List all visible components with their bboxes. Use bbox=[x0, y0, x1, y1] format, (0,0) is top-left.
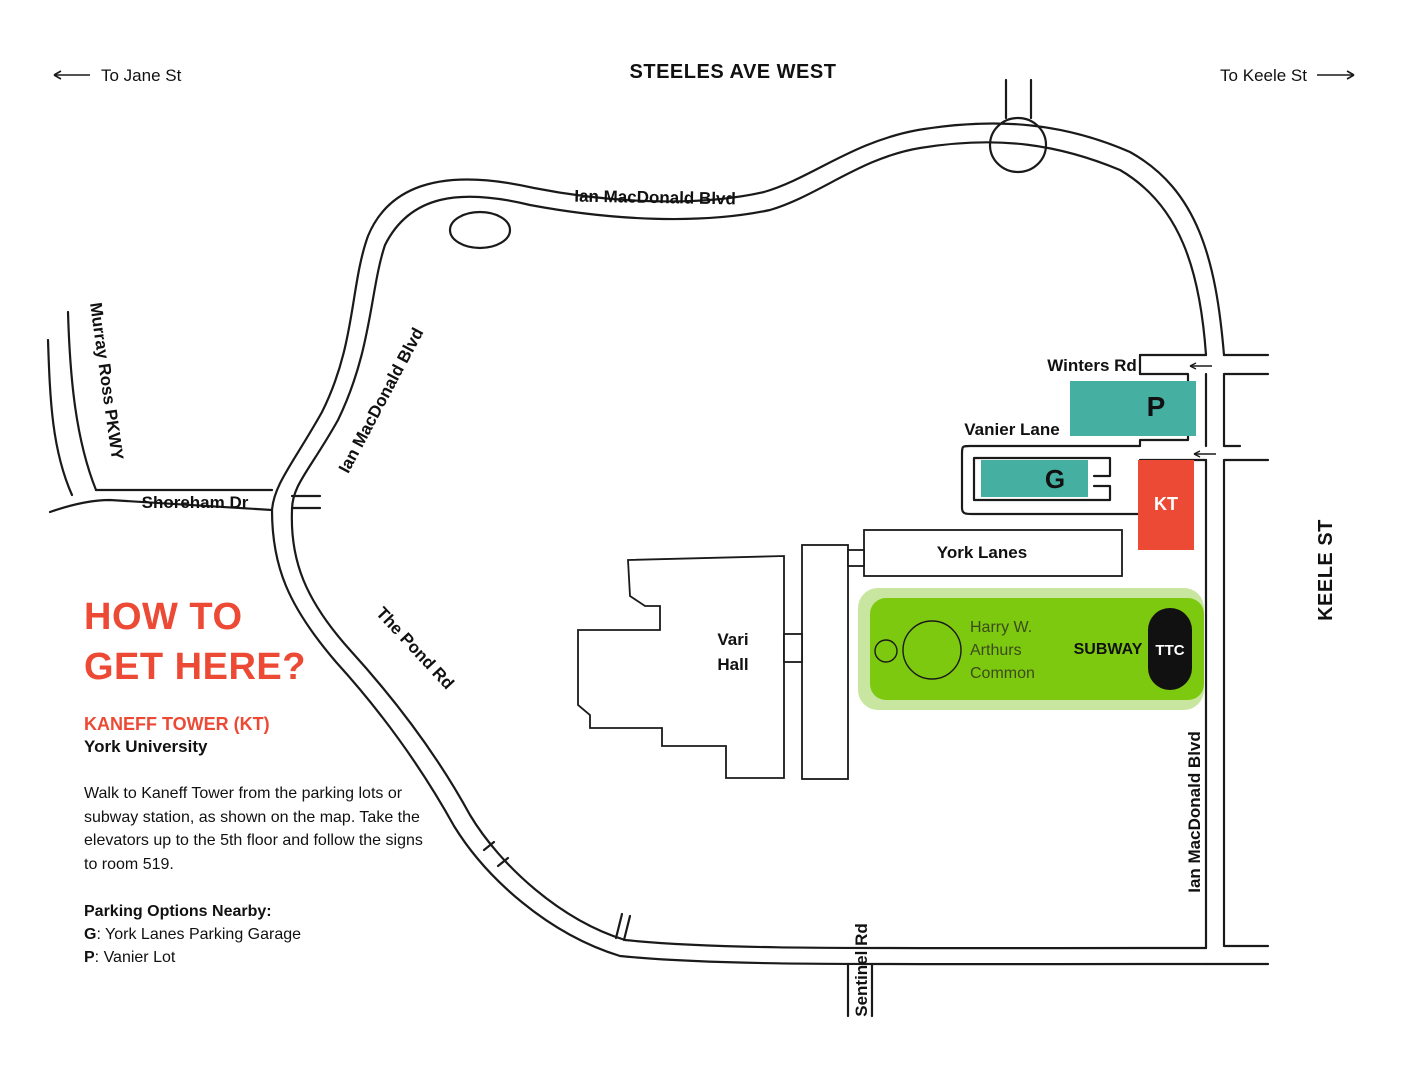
roundabout-north bbox=[988, 78, 1048, 174]
parking-option-p: P: Vanier Lot bbox=[84, 946, 444, 969]
road-label-winters: Winters Rd bbox=[1047, 356, 1137, 375]
roundabout-west bbox=[448, 210, 512, 250]
road-label-keele: KEELE ST bbox=[1315, 519, 1337, 621]
road-label-ian-left: Ian MacDonald Blvd bbox=[335, 325, 428, 477]
label-common-1: Harry W. bbox=[970, 619, 1032, 636]
building-kaneff-tower bbox=[1138, 460, 1194, 550]
label-vari-hall-1: Vari bbox=[717, 630, 748, 649]
road-label-ian-right: Ian MacDonald Blvd bbox=[1185, 731, 1204, 893]
direction-jane: To Jane St bbox=[101, 66, 182, 85]
arrow-right-icon bbox=[1317, 70, 1355, 80]
walking-directions: Walk to Kaneff Tower from the parking lo… bbox=[84, 785, 423, 873]
label-subway: SUBWAY bbox=[1074, 641, 1143, 658]
headline-line-2: GET HERE? bbox=[84, 646, 306, 688]
road-label-vanier-lane: Vanier Lane bbox=[964, 420, 1059, 439]
label-kt: KT bbox=[1154, 494, 1178, 514]
label-parking-p: P bbox=[1147, 391, 1166, 422]
connector-york-lanes bbox=[847, 549, 865, 567]
label-common-2: Arthurs bbox=[970, 642, 1022, 659]
building-vari-hall bbox=[577, 555, 785, 779]
common-harry-arthurs bbox=[870, 598, 1204, 700]
road-label-sentinel: Sentinel Rd bbox=[852, 923, 871, 1017]
parking-option-g: G: York Lanes Parking Garage bbox=[84, 923, 444, 946]
label-parking-g: G bbox=[1045, 464, 1065, 494]
building-ross bbox=[801, 544, 849, 780]
building-name: KANEFF TOWER (KT) bbox=[84, 714, 270, 734]
common-circle-large bbox=[902, 620, 962, 680]
road-shoreham bbox=[48, 488, 322, 514]
directions-panel: HOW TO GET HERE? KANEFF TOWER (KT) York … bbox=[84, 592, 444, 969]
road-sentinel bbox=[846, 962, 874, 1018]
headline-line-1: HOW TO bbox=[84, 596, 243, 638]
road-murray-ross bbox=[46, 310, 98, 497]
road-label-ian-top: Ian MacDonald Blvd bbox=[574, 187, 736, 209]
common-circle-small bbox=[874, 639, 898, 663]
parking-text-p: : Vanier Lot bbox=[94, 949, 176, 966]
road-ian-macdonald-loop bbox=[270, 122, 1226, 966]
parking-options: Parking Options Nearby: G: York Lanes Pa… bbox=[84, 900, 444, 969]
direction-keele: To Keele St bbox=[1220, 66, 1307, 85]
label-common-3: Common bbox=[970, 665, 1035, 682]
parking-text-g: : York Lanes Parking Garage bbox=[96, 926, 302, 943]
parking-lot-p bbox=[1070, 381, 1196, 436]
entry-arrow-winters-icon bbox=[1189, 362, 1212, 370]
road-label-murray: Murray Ross PKWY bbox=[86, 301, 127, 461]
label-york-lanes: York Lanes bbox=[937, 543, 1027, 562]
road-label-shoreham: Shoreham Dr bbox=[142, 493, 249, 512]
road-tick-pond bbox=[482, 840, 510, 868]
ttc-marker bbox=[1148, 608, 1192, 690]
parking-code-g: G bbox=[84, 926, 97, 943]
parking-lot-g bbox=[981, 460, 1088, 497]
entry-arrow-vanier-icon bbox=[1193, 450, 1216, 458]
label-ttc: TTC bbox=[1155, 642, 1184, 659]
parking-heading: Parking Options Nearby: bbox=[84, 903, 272, 920]
road-label-steeles: STEELES AVE WEST bbox=[630, 61, 837, 83]
connector-vari bbox=[783, 633, 803, 663]
road-keele-st bbox=[1204, 353, 1270, 966]
arrow-left-icon bbox=[53, 70, 90, 80]
road-tick-south bbox=[614, 912, 632, 942]
label-vari-hall-2: Hall bbox=[717, 655, 748, 674]
parking-code-p: P bbox=[84, 949, 95, 966]
university-name: York University bbox=[84, 737, 208, 756]
